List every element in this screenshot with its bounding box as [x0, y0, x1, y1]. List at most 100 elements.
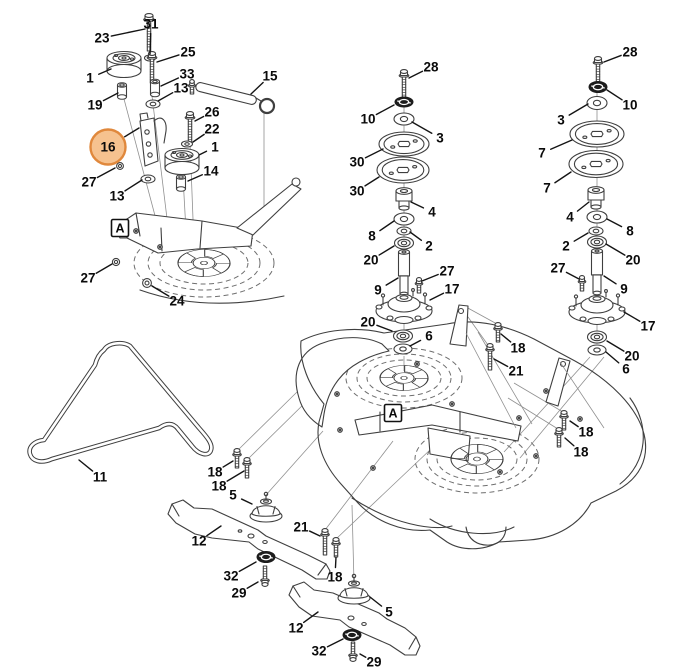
callout-27[interactable]: 27 — [80, 271, 95, 286]
callout-27[interactable]: 27 — [439, 264, 454, 279]
leader-line — [364, 148, 384, 159]
leader-line — [222, 460, 234, 468]
bolt-18e-part — [242, 457, 252, 479]
leader-line — [160, 77, 180, 87]
nut-24-part — [142, 278, 152, 288]
callout-13[interactable]: 13 — [173, 81, 189, 96]
callout-8[interactable]: 8 — [368, 229, 376, 244]
blade-art-rear — [288, 581, 421, 656]
callout-19[interactable]: 19 — [87, 98, 102, 113]
callout-30[interactable]: 30 — [349, 184, 364, 199]
callout-6[interactable]: 6 — [425, 329, 433, 344]
leader-line — [238, 561, 257, 573]
screw-dot-8-part — [533, 453, 539, 459]
callout-8[interactable]: 8 — [626, 224, 634, 239]
callout-32[interactable]: 32 — [223, 569, 238, 584]
screw-dot-7-part — [497, 469, 503, 475]
callout-28[interactable]: 28 — [423, 60, 439, 75]
callout-12[interactable]: 12 — [288, 621, 303, 636]
callout-5[interactable]: 5 — [229, 488, 237, 503]
callout-14[interactable]: 14 — [203, 164, 219, 179]
deck-hub-front-part — [379, 365, 429, 391]
leader-line — [421, 273, 439, 282]
callout-9[interactable]: 9 — [620, 282, 628, 297]
callout-29[interactable]: 29 — [231, 586, 246, 601]
callout-31[interactable]: 31 — [143, 17, 159, 32]
callout-27[interactable]: 27 — [81, 175, 96, 190]
callout-29[interactable]: 29 — [366, 655, 381, 670]
callout-18[interactable]: 18 — [327, 570, 343, 585]
callout-26[interactable]: 26 — [204, 105, 220, 120]
callout-12[interactable]: 12 — [191, 534, 206, 549]
callout-13[interactable]: 13 — [109, 189, 125, 204]
washer-8a-part — [393, 212, 415, 226]
callout-2[interactable]: 2 — [425, 239, 433, 254]
washer-2b-part — [588, 226, 604, 236]
callout-7[interactable]: 7 — [538, 146, 546, 161]
callout-21[interactable]: 21 — [508, 364, 524, 379]
screw-dot-11-part — [157, 244, 163, 250]
bolt-25-part — [146, 51, 158, 84]
callout-10[interactable]: 10 — [360, 112, 375, 127]
leader-line — [123, 127, 140, 138]
deck-left-wing — [295, 337, 390, 428]
callout-1[interactable]: 1 — [86, 71, 94, 86]
washer-6b-part — [587, 344, 607, 356]
callout-28[interactable]: 28 — [622, 45, 638, 60]
callout-15[interactable]: 15 — [262, 69, 278, 84]
leader-line — [554, 171, 572, 184]
callout-30[interactable]: 30 — [349, 155, 364, 170]
callout-11[interactable]: 11 — [93, 470, 108, 485]
pulley-30a-part — [378, 131, 430, 157]
callout-18[interactable]: 18 — [211, 479, 227, 494]
section-marker-A: A — [383, 403, 403, 423]
deck-bracket-small — [427, 427, 471, 462]
leader-line — [623, 311, 641, 322]
callout-25[interactable]: 25 — [180, 45, 196, 60]
callout-18[interactable]: 18 — [578, 425, 594, 440]
svg-text:A: A — [388, 407, 397, 421]
callout-17[interactable]: 17 — [640, 319, 655, 334]
leader-line — [376, 324, 393, 332]
callout-27[interactable]: 27 — [550, 261, 565, 276]
callout-7[interactable]: 7 — [543, 181, 551, 196]
callout-23[interactable]: 23 — [94, 31, 110, 46]
callout-24[interactable]: 24 — [169, 294, 185, 309]
callout-20[interactable]: 20 — [363, 253, 378, 268]
hub-4a-part — [395, 187, 413, 211]
leader-line — [194, 115, 205, 122]
callout-33[interactable]: 33 — [179, 67, 195, 82]
screw-dot-2-part — [449, 401, 455, 407]
callout-10[interactable]: 10 — [622, 98, 637, 113]
callout-22[interactable]: 22 — [204, 122, 219, 137]
callout-3[interactable]: 3 — [557, 113, 565, 128]
callout-18[interactable]: 18 — [207, 465, 223, 480]
shaft-9a-part — [397, 249, 411, 297]
callout-2[interactable]: 2 — [562, 239, 570, 254]
callout-3[interactable]: 3 — [436, 131, 444, 146]
callout-17[interactable]: 17 — [444, 282, 459, 297]
callout-5[interactable]: 5 — [385, 605, 393, 620]
pin-13-part — [187, 79, 197, 95]
callout-21[interactable]: 21 — [293, 520, 309, 535]
bolt-29a-part — [260, 565, 270, 587]
callout-20[interactable]: 20 — [624, 349, 639, 364]
callout-4[interactable]: 4 — [566, 210, 574, 225]
deck-fragment-art — [114, 177, 302, 304]
nut-27a-part — [116, 162, 124, 170]
svg-text:A: A — [115, 222, 124, 236]
callout-16[interactable]: 16 — [100, 140, 116, 155]
leader-line — [411, 121, 433, 134]
callout-18[interactable]: 18 — [573, 445, 589, 460]
callout-18[interactable]: 18 — [510, 341, 526, 356]
bolt-21a-part — [485, 343, 495, 371]
callout-9[interactable]: 9 — [374, 283, 382, 298]
callout-1[interactable]: 1 — [211, 140, 219, 155]
callout-6[interactable]: 6 — [622, 362, 630, 377]
callout-32[interactable]: 32 — [311, 644, 326, 659]
callout-20[interactable]: 20 — [625, 253, 640, 268]
callout-4[interactable]: 4 — [428, 205, 436, 220]
callout-20[interactable]: 20 — [360, 315, 375, 330]
